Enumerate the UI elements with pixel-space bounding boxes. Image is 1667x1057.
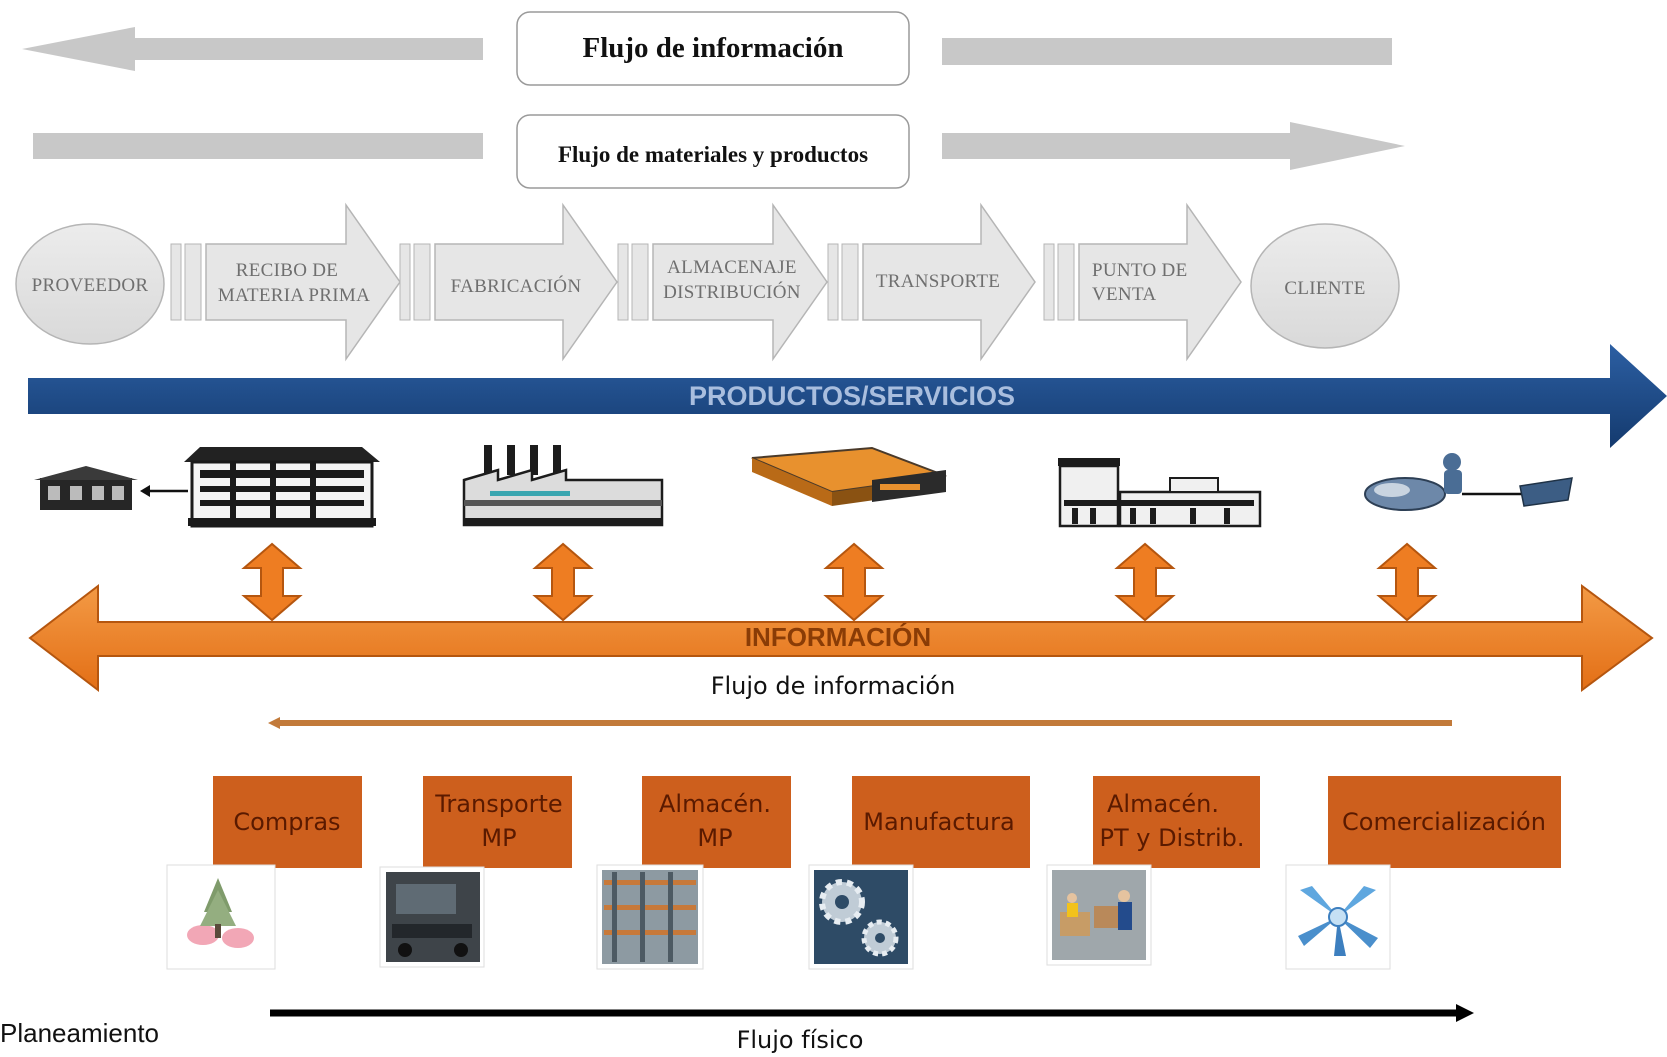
customer-label: CLIENTE bbox=[1284, 278, 1365, 299]
vertical-double-arrow bbox=[241, 542, 303, 622]
vertical-double-arrow bbox=[1376, 542, 1438, 622]
warehouse-racks-image bbox=[596, 864, 704, 970]
network-arrows-image bbox=[1285, 864, 1391, 970]
customer-jetski-icon bbox=[1364, 453, 1573, 511]
footer-label: Planeamiento bbox=[0, 1018, 159, 1048]
truck-container-icon bbox=[751, 446, 947, 506]
stage-reception-line2: MATERIA PRIMA bbox=[218, 285, 370, 306]
vertical-double-arrow bbox=[823, 542, 885, 622]
dept-almacen-pt-line1: Almacén. bbox=[1107, 790, 1219, 818]
dept-manufactura-line1: Manufactura bbox=[863, 808, 1014, 836]
physical-flow-caption: Flujo físico bbox=[737, 1026, 864, 1054]
money-plant-image bbox=[166, 864, 276, 970]
physical-flow-arrow bbox=[270, 1004, 1474, 1022]
info-flow-arrow bbox=[22, 27, 1392, 71]
stage-transport-line1: TRANSPORTE bbox=[876, 271, 1000, 292]
materials-flow-label: Flujo de materiales y productos bbox=[558, 142, 868, 167]
supplier-building-icon bbox=[34, 466, 138, 510]
supply-link-arrow bbox=[140, 485, 188, 497]
materials-flow-box: Flujo de materiales y productos bbox=[516, 114, 910, 189]
stage-reception-line1: RECIBO DE bbox=[236, 260, 338, 281]
products-services-label: PRODUCTOS/SERVICIOS bbox=[689, 381, 1015, 411]
truck-image bbox=[379, 866, 485, 968]
stage-storage-line1: ALMACENAJE bbox=[667, 257, 797, 278]
info-flow-box: Flujo de información bbox=[516, 11, 910, 86]
vertical-link-arrows bbox=[241, 542, 1438, 622]
materials-flow-arrow bbox=[33, 122, 1405, 170]
stage-manufacturing-line1: FABRICACIÓN bbox=[451, 275, 582, 297]
department-almacen-mp: Almacén. MP bbox=[596, 770, 797, 970]
dept-transporte-line1: Transporte bbox=[434, 790, 562, 818]
supplier-label: PROVEEDOR bbox=[32, 275, 149, 296]
information-label: INFORMACIÓN bbox=[745, 622, 931, 652]
dept-almacen-mp-line1: Almacén. bbox=[659, 790, 771, 818]
dept-comercializacion-line1: Comercialización bbox=[1342, 808, 1546, 836]
supplier-oval: PROVEEDOR bbox=[15, 223, 165, 345]
chain-stage-manufacturing: FABRICACIÓN bbox=[399, 202, 618, 362]
department-transporte-mp: Transporte MP bbox=[379, 770, 578, 968]
info-return-line bbox=[268, 717, 1452, 729]
department-almacen-pt: Almacén. PT y Distrib. bbox=[1046, 770, 1266, 966]
stage-pos-line2: VENTA bbox=[1092, 284, 1156, 305]
department-comercializacion: Comercialización bbox=[1285, 770, 1567, 970]
gears-image bbox=[808, 864, 914, 970]
workers-boxes-image bbox=[1046, 864, 1152, 966]
chain-stage-point-of-sale: PUNTO DE VENTA bbox=[1043, 202, 1242, 362]
information-arrow: INFORMACIÓN bbox=[28, 583, 1654, 693]
supply-chain: PROVEEDOR RECIBO DE MATERIA PRIMA FABRIC… bbox=[15, 202, 1400, 362]
info-flow-caption: Flujo de información bbox=[711, 672, 956, 700]
vertical-double-arrow bbox=[1114, 542, 1176, 622]
dept-almacen-mp-line2: MP bbox=[697, 824, 732, 852]
stage-storage-line2: DISTRIBUCIÓN bbox=[663, 281, 801, 303]
dept-transporte-line2: MP bbox=[481, 824, 516, 852]
info-flow-label: Flujo de información bbox=[583, 32, 844, 64]
chain-stage-reception: RECIBO DE MATERIA PRIMA bbox=[170, 202, 401, 362]
dept-almacen-pt-line2: PT y Distrib. bbox=[1099, 824, 1244, 852]
store-icon bbox=[1058, 458, 1262, 528]
stage-pos-line1: PUNTO DE bbox=[1092, 260, 1187, 281]
chain-stage-transport: TRANSPORTE bbox=[827, 202, 1036, 362]
department-compras: Compras bbox=[166, 770, 368, 970]
factory-icon bbox=[462, 445, 664, 527]
vertical-double-arrow bbox=[532, 542, 594, 622]
customer-oval: CLIENTE bbox=[1250, 223, 1400, 349]
departments: Compras Transporte MP bbox=[166, 770, 1567, 970]
department-manufactura: Manufactura bbox=[808, 770, 1036, 970]
chain-stage-storage: ALMACENAJE DISTRIBUCIÓN bbox=[617, 202, 828, 362]
products-services-arrow: PRODUCTOS/SERVICIOS bbox=[28, 344, 1667, 448]
dept-compras-line1: Compras bbox=[233, 808, 340, 836]
warehouse-building-icon bbox=[184, 447, 380, 528]
